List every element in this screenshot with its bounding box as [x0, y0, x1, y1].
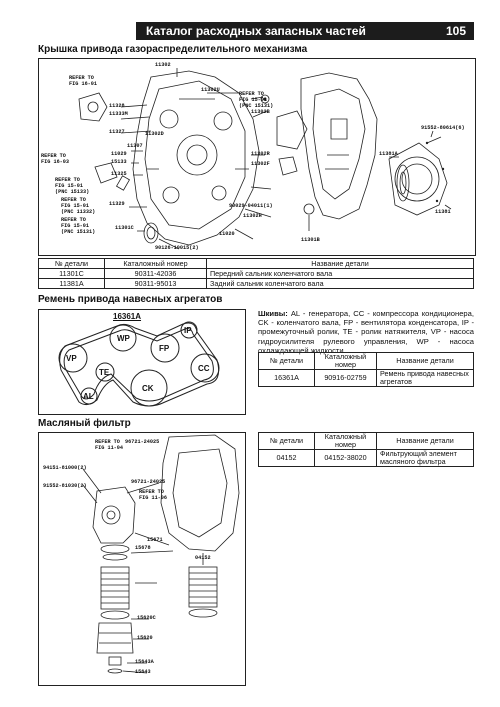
callout-96721-b: 96721-24025 [131, 479, 166, 485]
callout-15133: 15133 [111, 159, 127, 165]
part-name-cell: Фильтрующий элемент масляного фильтра [376, 449, 474, 467]
callout-11302r: 11302R [251, 151, 270, 157]
callout-11301b: 11301B [301, 237, 320, 243]
callout-11302b: 11302B [251, 109, 270, 115]
column-header-part-name: Название детали [206, 258, 474, 269]
part-no-cell: 16361A [258, 369, 315, 387]
oil-filter-diagram: REFER TO FIG 11-04 96721-24025 94151-810… [38, 432, 246, 686]
table-header-row: № детали Каталожный номер Название детал… [258, 432, 474, 450]
belt-routing-drawing [58, 321, 220, 407]
callout-96721-a: 96721-24025 [125, 439, 160, 445]
column-header-part-no: № детали [258, 432, 315, 450]
section-title-belt: Ремень привода навесных агрегатов [38, 294, 223, 305]
callout-refer-fig-15-01-d: REFER TO FIG 15-01 (PNC 15131) [239, 91, 274, 109]
pulley-al: AL [83, 392, 94, 401]
catalog-no-cell: 90916-02759 [314, 369, 377, 387]
callout-11302f: 11302F [251, 161, 270, 167]
callout-11302: 11302 [155, 62, 171, 68]
callout-15643a: 15643A [135, 659, 154, 665]
column-header-catalog-no: Каталожный номер [314, 432, 377, 450]
callout-11325: 11325 [111, 171, 127, 177]
part-name-cell: Ремень привода навесных агрегатов [376, 369, 474, 387]
callout-refer-fig-16-03: REFER TO FIG 16-03 [41, 153, 70, 165]
pulley-wp: WP [117, 334, 130, 343]
belt-diagram: 16361A WP FP IP VP TE CK CC AL [38, 309, 246, 415]
callout-11381a: 11381A [379, 151, 398, 157]
timing-cover-drawing [78, 68, 452, 250]
callout-11301c: 11301C [115, 225, 134, 231]
callout-refer-fig-16-01: REFER TO FIG 16-01 [69, 75, 98, 87]
callout-11302u: 11302U [201, 87, 220, 93]
callout-11307: 11307 [127, 143, 143, 149]
belt-part-number: 16361A [113, 312, 142, 321]
callout-04152: 04152 [195, 555, 211, 561]
page-number: 105 [445, 24, 466, 38]
column-header-part-no: № детали [38, 258, 105, 269]
part-no-cell: 04152 [258, 449, 315, 467]
oil-filter-parts-table: № детали Каталожный номер Название детал… [258, 432, 474, 467]
table-header-row: № детали Каталожный номер Название детал… [258, 352, 474, 370]
part-name-cell: Передний сальник коленчатого вала [206, 268, 474, 279]
callout-15678: 15678 [135, 545, 151, 551]
column-header-part-no: № детали [258, 352, 315, 370]
timing-cover-diagram: 11302 REFER TO FIG 16-01 11328 11333M 11… [38, 58, 476, 256]
pulley-legend: Шкивы: AL - генератора, CC - компрессора… [258, 309, 474, 355]
table-row: 04152 04152-38020 Фильтрующий элемент ма… [258, 449, 474, 467]
callout-15671: 15671 [147, 537, 163, 543]
callout-15620c: 15620C [137, 615, 156, 621]
pulley-vp: VP [66, 354, 77, 363]
callout-91552: 91552-80614(6) [421, 125, 465, 131]
callout-94151: 94151-81000(2) [43, 465, 87, 471]
callout-15643: 15643 [135, 669, 151, 675]
callout-refer-fig-15-01-a: REFER TO FIG 15-01 (PNC 15133) [55, 177, 90, 195]
catalog-no-cell: 90311-95013 [104, 278, 207, 289]
column-header-part-name: Название детали [376, 432, 474, 450]
catalog-no-cell: 04152-38020 [314, 449, 377, 467]
callout-15620: 15620 [137, 635, 153, 641]
section-title-timing-cover: Крышка привода газораспределительного ме… [38, 44, 308, 55]
pulley-te: TE [99, 368, 110, 377]
callout-11302h: 11302H [243, 213, 262, 219]
callout-11302d: 11302D [145, 131, 164, 137]
part-name-cell: Задний сальник коленчатого вала [206, 278, 474, 289]
catalog-no-cell: 90311-42036 [104, 268, 207, 279]
page-header: Каталог расходных запасных частей 105 [136, 22, 474, 40]
table-row: 16361A 90916-02759 Ремень привода навесн… [258, 369, 474, 387]
pulley-fp: FP [159, 344, 170, 353]
part-no-cell: 11381A [38, 278, 105, 289]
table-header-row: № детали Каталожный номер Название детал… [38, 258, 474, 269]
callout-11381: 11381 [435, 209, 451, 215]
callout-91552: 91552-81030(2) [43, 483, 87, 489]
pulley-ip: IP [184, 326, 192, 335]
legend-intro: Шкивы: [258, 309, 288, 318]
callout-refer-fig-11-06: REFER TO FIG 11-06 [139, 489, 168, 501]
timing-cover-parts-table: № детали Каталожный номер Название детал… [38, 258, 474, 289]
pulley-cc: CC [198, 364, 210, 373]
table-row: 11301C 90311-42036 Передний сальник коле… [38, 268, 474, 279]
callout-11029: 11029 [111, 151, 127, 157]
column-header-catalog-no: Каталожный номер [314, 352, 377, 370]
section-title-oil-filter: Масляный фильтр [38, 418, 131, 429]
legend-text: AL - генератора, CC - компрессора кондиц… [258, 309, 474, 355]
callout-11328: 11328 [109, 103, 125, 109]
callout-11329: 11329 [109, 201, 125, 207]
belt-parts-table: № детали Каталожный номер Название детал… [258, 352, 474, 387]
pulley-ck: CK [142, 384, 154, 393]
column-header-catalog-no: Каталожный номер [104, 258, 207, 269]
callout-refer-fig-11-04: REFER TO FIG 11-04 [95, 439, 124, 451]
table-row: 11381A 90311-95013 Задний сальник коленч… [38, 278, 474, 289]
callout-11020: 11020 [219, 231, 235, 237]
part-no-cell: 11301C [38, 268, 105, 279]
column-header-part-name: Название детали [376, 352, 474, 370]
callout-refer-fig-15-01-b: REFER TO FIG 15-01 (PNC 11332) [61, 197, 96, 215]
oil-filter-drawing [82, 434, 240, 674]
callout-11327: 11327 [109, 129, 125, 135]
callout-11333m: 11333M [109, 111, 128, 117]
header-title: Каталог расходных запасных частей [146, 24, 366, 38]
callout-90126: 90126-10015(2) [155, 245, 199, 251]
callout-refer-fig-15-01-c: REFER TO FIG 15-01 (PNC 15131) [61, 217, 96, 235]
callout-90029: 90029-04011(1) [229, 203, 273, 209]
